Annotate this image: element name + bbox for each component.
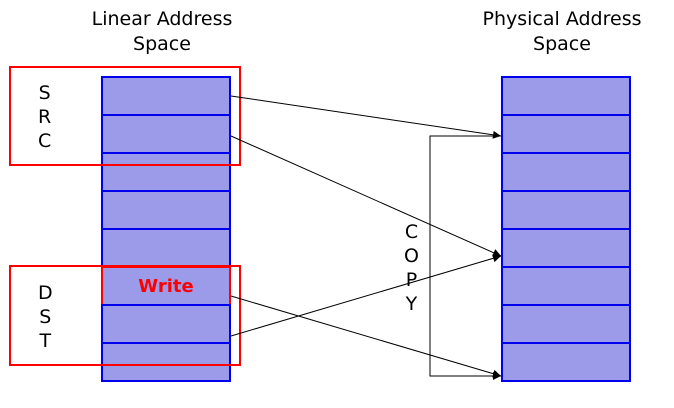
linear-address-cell [101,342,231,382]
physical-address-cell [501,304,631,344]
src-region-box [9,66,241,166]
linear-title-line2: Space [133,33,191,55]
dst-letter: S [39,306,52,328]
linear-title-line1: Linear Address [91,8,233,30]
copy-letter: P [405,269,418,291]
linear-address-cell [101,76,231,116]
dst-letter: D [38,282,53,304]
mapping-arrow [230,95,502,139]
src-label: S R C [38,81,51,153]
linear-address-cell [101,228,231,268]
mapping-arrow [230,135,502,257]
src-letter: R [38,106,52,128]
dst-region-box [9,265,241,366]
linear-address-stack: Write [101,76,231,382]
dst-label: D S T [38,281,53,353]
linear-address-cell [101,152,231,192]
physical-title-line1: Physical Address [482,8,642,30]
dst-letter: T [39,330,52,352]
linear-address-cell [101,304,231,344]
physical-address-stack [501,76,631,382]
src-letter: C [38,130,52,152]
physical-title-line2: Space [533,33,591,55]
src-letter: S [38,82,51,104]
write-label: Write [138,275,194,297]
linear-address-space-title: Linear Address Space [62,7,262,57]
mapping-arrow [230,295,502,378]
copy-letter: O [404,245,419,267]
copy-letter: Y [405,293,418,315]
mapping-arrow [230,254,502,337]
physical-address-cell [501,342,631,382]
copy-bracket-arrow [429,135,501,380]
copy-label: C O P Y [404,220,419,316]
copy-letter: C [404,221,419,243]
physical-address-space-title: Physical Address Space [462,7,662,57]
